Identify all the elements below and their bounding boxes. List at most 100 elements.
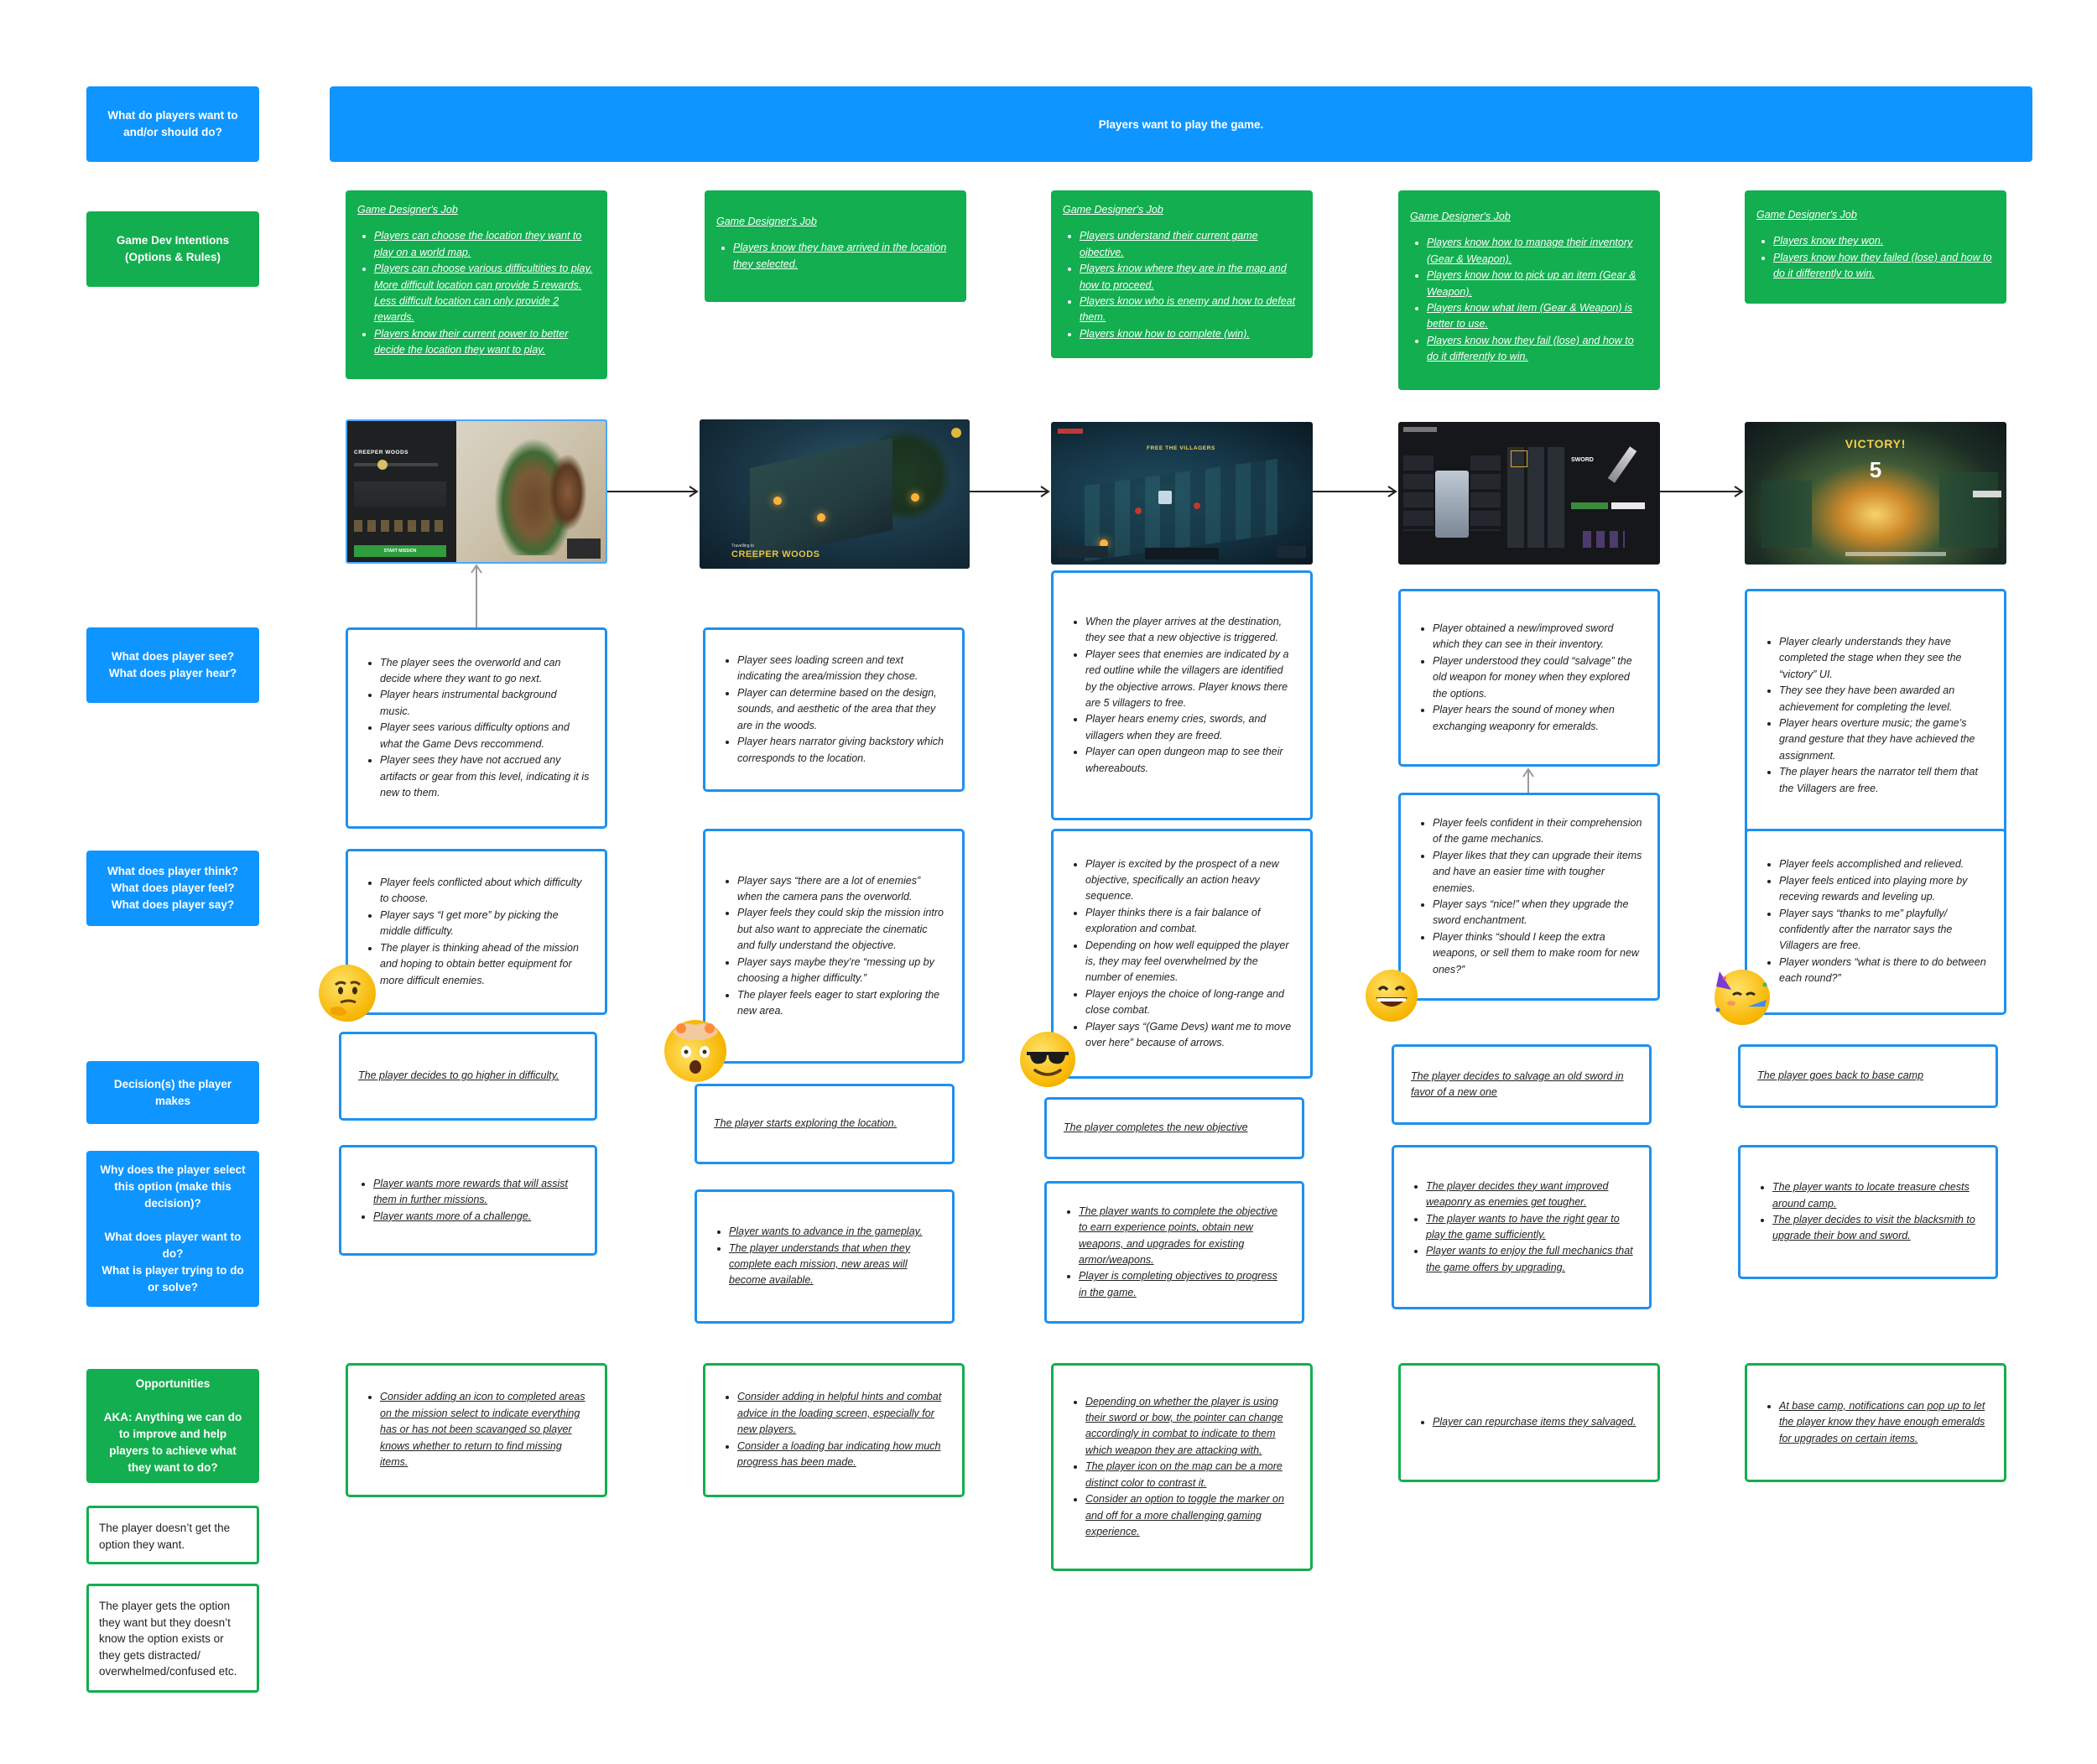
bullet: Consider adding in helpful hints and com…	[737, 1389, 947, 1438]
job-item: Players know they won.	[1773, 233, 1995, 249]
bullet: Player feels enticed into playing more b…	[1779, 873, 1989, 906]
thinking-face-icon	[319, 965, 376, 1022]
job-title: Game Designer's Job	[716, 216, 817, 227]
bullet: Player says “there are a lot of enemies”…	[737, 873, 947, 906]
decision-text: The player completes the new objective	[1064, 1121, 1248, 1134]
opportunity-card-col-3: Depending on whether the player is using…	[1051, 1363, 1313, 1571]
see-hear-card-col-4: Player obtained a new/improved sword whi…	[1398, 589, 1660, 767]
enchantment-icons	[1583, 531, 1625, 548]
note-no-option: The player doesn’t get the option they w…	[86, 1506, 259, 1564]
why-card-col-1: Player wants more rewards that will assi…	[339, 1145, 597, 1256]
designer-job-col-5: Game Designer's Job Players know they wo…	[1745, 190, 2006, 304]
equip-button	[1611, 502, 1645, 509]
bullet: Player wonders “what is there to do betw…	[1779, 955, 1989, 987]
decision-card-col-5: The player goes back to base camp	[1738, 1044, 1998, 1108]
opportunities-title: Opportunities	[135, 1377, 211, 1390]
bullet: Player likes that they can upgrade their…	[1433, 848, 1642, 897]
bullet: Player sees various difficulty options a…	[380, 720, 590, 752]
job-item: Players know they have arrived in the lo…	[733, 240, 955, 273]
row-label-decision: Decision(s) the player makes	[86, 1061, 259, 1124]
victory-count: 5	[1869, 457, 1882, 482]
victory-caption	[1845, 552, 1946, 556]
hotbar-right	[1277, 546, 1306, 558]
why-card-col-5: The player wants to locate treasure ches…	[1738, 1145, 1998, 1279]
job-title: Game Designer's Job	[357, 204, 458, 216]
job-item: Players understand their current game oj…	[1080, 228, 1301, 261]
row-label-opportunities: Opportunities AKA: Anything we can do to…	[86, 1369, 259, 1483]
bullet: The player wants to locate treasure ches…	[1772, 1179, 1980, 1212]
hotbar-left	[1058, 546, 1108, 558]
mission-icon	[951, 428, 961, 438]
bullet: Player feels conflicted about which diff…	[380, 875, 590, 908]
bullet: Player enjoys the choice of long-range a…	[1085, 986, 1295, 1019]
bullet: Player obtained a new/improved sword whi…	[1433, 621, 1642, 653]
bullet: Depending on how well equipped the playe…	[1085, 938, 1295, 986]
decision-text: The player goes back to base camp	[1757, 1069, 1924, 1082]
bullet: Consider adding an icon to completed are…	[380, 1389, 590, 1470]
player-character	[1435, 471, 1469, 538]
bullet: Player thinks there is a fair balance of…	[1085, 905, 1295, 938]
designer-job-col-2: Game Designer's Job Players know they ha…	[705, 190, 966, 302]
job-item: Players know how they fail (lose) and ho…	[1427, 333, 1648, 366]
players-want-banner: Players want to play the game.	[330, 86, 2032, 162]
selected-item	[1511, 450, 1527, 467]
row-label-why: Why does the player select this option (…	[86, 1151, 259, 1307]
bullet: Player says “I get more” by picking the …	[380, 908, 590, 940]
bullet: Player clearly understands they have com…	[1779, 634, 1989, 683]
bullet: Player hears narrator giving backstory w…	[737, 734, 947, 767]
opportunity-card-col-4: Player can repurchase items they salvage…	[1398, 1363, 1660, 1482]
start-mission-button: START MISSION	[354, 545, 446, 557]
bullet: Consider a loading bar indicating how mu…	[737, 1439, 947, 1471]
decision-card-col-4: The player decides to salvage an old swo…	[1392, 1044, 1652, 1125]
decision-card-col-1: The player decides to go higher in diffi…	[339, 1032, 597, 1121]
inventory-header	[1403, 427, 1437, 432]
screenshot-inventory: SWORD	[1398, 422, 1660, 565]
torch-light	[1100, 539, 1108, 548]
why-card-col-2: Player wants to advance in the gameplay.…	[695, 1189, 955, 1324]
note-option-unknown: The player gets the option they want but…	[86, 1584, 259, 1693]
item-name: SWORD	[1571, 457, 1594, 463]
sunglasses-face-icon	[1020, 1032, 1075, 1087]
job-title: Game Designer's Job	[1756, 209, 1857, 221]
screenshot-loading: Travelling to CREEPER WOODS	[700, 419, 970, 569]
why-card-col-4: The player decides they want improved we…	[1392, 1145, 1652, 1309]
see-hear-card-col-3: When the player arrives at the destinati…	[1051, 570, 1313, 820]
mission-title: CREEPER WOODS	[354, 450, 409, 455]
achievement-popup	[1973, 491, 2001, 497]
torch-light	[911, 493, 919, 502]
bullet: The player wants to complete the objecti…	[1079, 1204, 1287, 1269]
row-label-think: What does player think? What does player…	[86, 851, 259, 926]
job-item: Players know how to complete (win).	[1080, 326, 1301, 342]
bullet: The player feels eager to start explorin…	[737, 987, 947, 1020]
opportunity-card-col-5: At base camp, notifications can pop up t…	[1745, 1363, 2006, 1482]
think-card-col-2: Player says “there are a lot of enemies”…	[703, 829, 965, 1064]
bullet: Player understood they could “salvage” t…	[1433, 653, 1642, 702]
decision-text: The player starts exploring the location…	[714, 1117, 898, 1130]
job-title: Game Designer's Job	[1410, 211, 1511, 222]
ground-blocks	[750, 437, 892, 561]
gear-slots-left	[1403, 455, 1434, 531]
bullet: Player says “nice!” when they upgrade th…	[1433, 897, 1642, 929]
health-bar	[1058, 429, 1083, 434]
bullet: Player feels accomplished and relieved.	[1779, 856, 1989, 872]
opportunities-subtitle: AKA: Anything we can do to improve and h…	[103, 1411, 242, 1474]
flow-arrow-head	[689, 486, 699, 497]
map-cliff	[549, 455, 586, 530]
job-item: Players can choose various difficultitie…	[374, 261, 596, 326]
enemy-marker	[1194, 502, 1200, 509]
job-title: Game Designer's Job	[1063, 204, 1163, 216]
map-buttons	[567, 539, 601, 559]
job-item: Players know how to pick up an item (Gea…	[1427, 268, 1648, 300]
decision-text: The player decides to salvage an old swo…	[1411, 1069, 1624, 1098]
see-hear-card-col-2: Player sees loading screen and text indi…	[703, 627, 965, 792]
bullet: Player feels confident in their comprehe…	[1433, 815, 1642, 848]
sword-icon	[1607, 446, 1637, 483]
ground-blocks	[1085, 458, 1277, 562]
bullet: When the player arrives at the destinati…	[1085, 614, 1295, 647]
opportunity-card-col-2: Consider adding in helpful hints and com…	[703, 1363, 965, 1497]
bullet: At base camp, notifications can pop up t…	[1779, 1398, 1989, 1447]
partying-face-icon	[1715, 970, 1770, 1025]
bullet: Player hears enemy cries, swords, and vi…	[1085, 711, 1295, 744]
row-label-want: What do players want to and/or should do…	[86, 86, 259, 162]
bullet: Player wants to advance in the gameplay.	[729, 1224, 937, 1240]
